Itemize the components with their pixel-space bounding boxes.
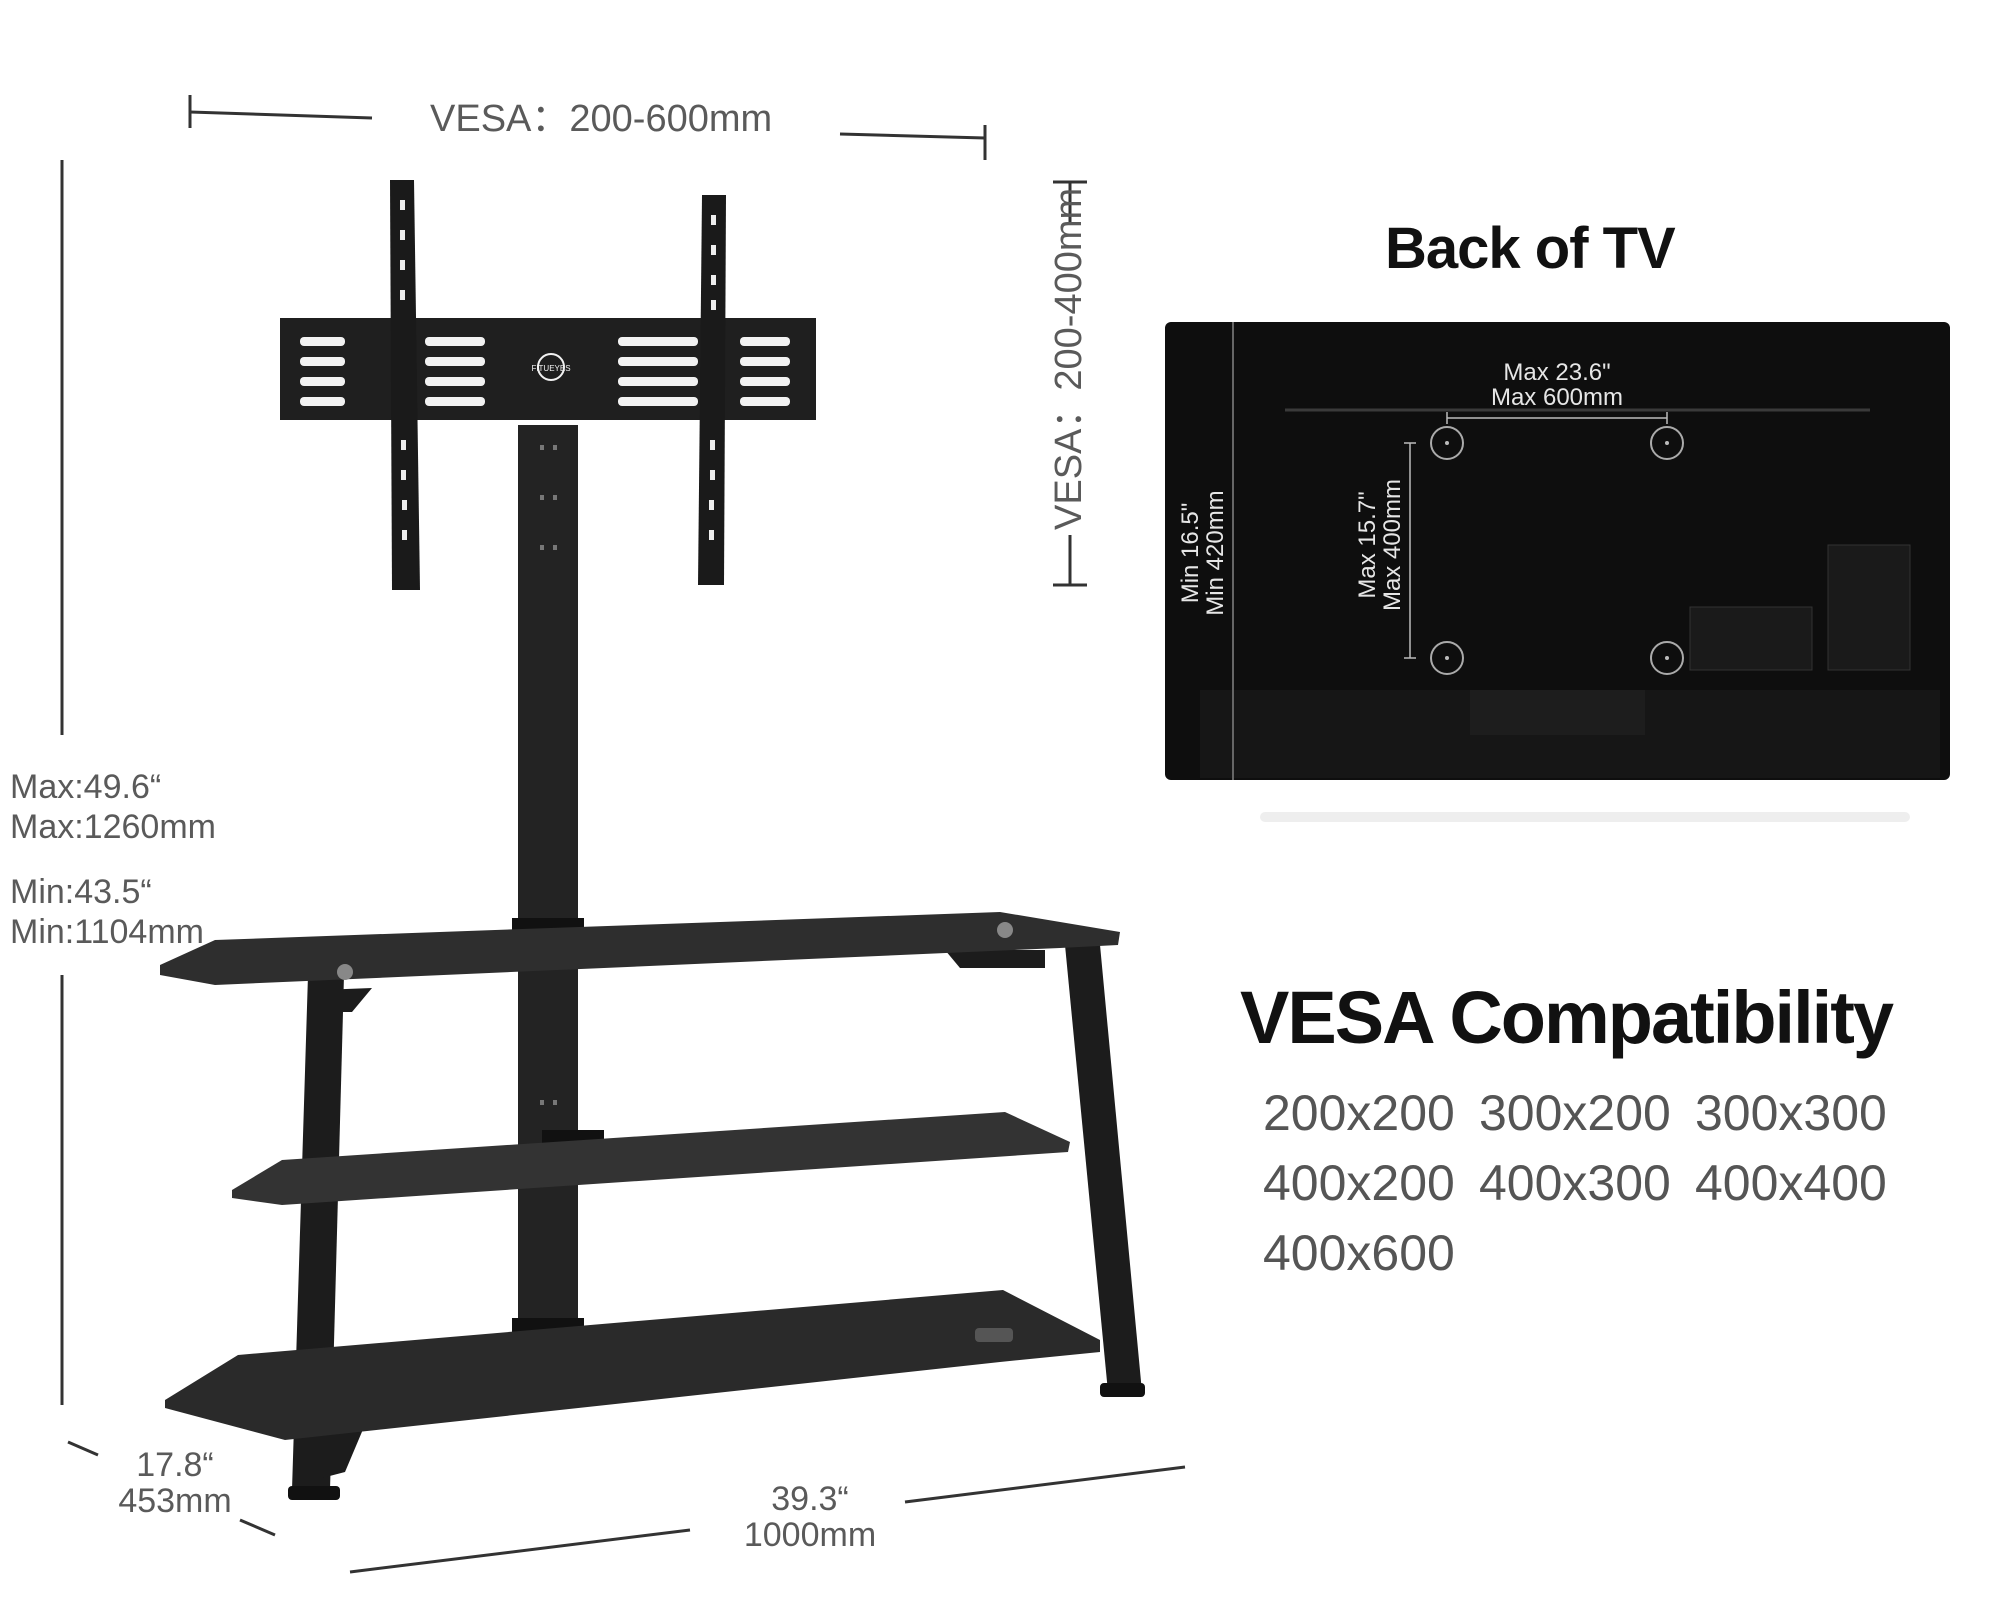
vesa-size-item: 300x300 — [1695, 1085, 1887, 1141]
width-mm-label: 1000mm — [743, 1515, 877, 1554]
left-leg-bracket — [320, 988, 372, 1012]
center-column — [518, 425, 578, 1360]
rear-foot — [1100, 1383, 1145, 1397]
right-leg-bracket — [945, 950, 1045, 968]
horizontal-slots — [300, 337, 790, 406]
stand-feet — [288, 1383, 1145, 1500]
vesa-size-item: 400x400 — [1695, 1155, 1887, 1211]
min-height-mm-label: Min:1104mm — [10, 913, 204, 951]
depth-in-label: 17.8“ — [136, 1446, 214, 1484]
tv-min-height-mm: Min 420mm — [1202, 490, 1230, 616]
depth-line-bottom — [239, 1518, 276, 1537]
tv-mounting-bracket: FITUEYES — [280, 180, 816, 590]
vesa-width-line-left — [189, 110, 373, 120]
depth-line-top — [67, 1440, 99, 1457]
right-leg — [1065, 945, 1142, 1392]
tv-max-width-label: Max 23.6" Max 600mm — [1477, 359, 1637, 412]
vesa-compatibility-title: VESA Compatibility — [1240, 976, 1894, 1059]
tv-max-height-label: Max 15.7" Max 400mm — [1354, 470, 1407, 620]
shelf-screw — [997, 922, 1013, 938]
top-shelf — [160, 912, 1120, 985]
max-height-mm-label: Max:1260mm — [10, 808, 216, 846]
tv-max-height-in: Max 15.7" — [1354, 491, 1381, 599]
width-in-label: 39.3“ — [771, 1480, 849, 1518]
tv-min-height-label: Min 16.5" Min 420mm — [1177, 478, 1230, 628]
tv-stand-recess — [1470, 690, 1645, 735]
tv-max-height-mm: Max 400mm — [1379, 478, 1407, 612]
shelf-screw — [337, 964, 353, 980]
arm-holes — [400, 200, 716, 540]
vesa-size-item: 400x300 — [1479, 1155, 1671, 1211]
mount-hole-centers — [1445, 441, 1669, 660]
tv-io-panel — [1689, 606, 1813, 671]
vesa-height-label: VESA：200-400mm — [1048, 187, 1090, 530]
right-vertical-arm — [698, 195, 726, 585]
tv-shadow — [1260, 812, 1910, 822]
horizontal-plate — [280, 318, 816, 420]
depth-label: 17.8“ 453mm — [115, 1446, 235, 1520]
bottom-shelf — [165, 1290, 1100, 1440]
tv-min-height-in: Min 16.5" — [1177, 502, 1204, 604]
vesa-size-list: 200x200 300x200 300x300 400x200 400x300 … — [1263, 1080, 1911, 1286]
middle-shelf — [232, 1112, 1070, 1205]
tv-back-illustration — [1165, 322, 1950, 780]
vesa-size-item: 200x200 — [1263, 1085, 1455, 1141]
vesa-size-item: 300x200 — [1479, 1085, 1671, 1141]
depth-mm-label: 453mm — [118, 1481, 232, 1520]
width-label: 39.3“ 1000mm — [730, 1480, 890, 1554]
logo-text: FITUEYES — [531, 364, 570, 373]
glass-shelves — [160, 912, 1120, 1440]
tv-side-ports — [1827, 544, 1911, 671]
vesa-width-line-right — [839, 132, 986, 140]
vesa-width-label: VESA：200-600mm — [430, 98, 773, 140]
dimension-lines — [60, 95, 1186, 1574]
back-of-tv-title: Back of TV — [1385, 216, 1676, 281]
max-height-in-label: Max:49.6“ — [10, 768, 162, 806]
tv-max-width-mm: Max 600mm — [1490, 384, 1624, 412]
width-line-right — [904, 1465, 1186, 1504]
left-vertical-arm — [390, 180, 420, 590]
tv-max-width-in: Max 23.6" — [1503, 359, 1611, 386]
fitueyes-logo — [537, 353, 565, 381]
width-line-left — [349, 1528, 691, 1574]
vesa-size-item: 400x600 — [1263, 1225, 1455, 1281]
tv-vesa-guides — [1404, 412, 1668, 659]
front-foot — [288, 1486, 340, 1500]
vesa-size-item: 400x200 — [1263, 1155, 1455, 1211]
cable-grommet — [975, 1328, 1013, 1342]
min-height-in-label: Min:43.5“ — [10, 873, 152, 911]
